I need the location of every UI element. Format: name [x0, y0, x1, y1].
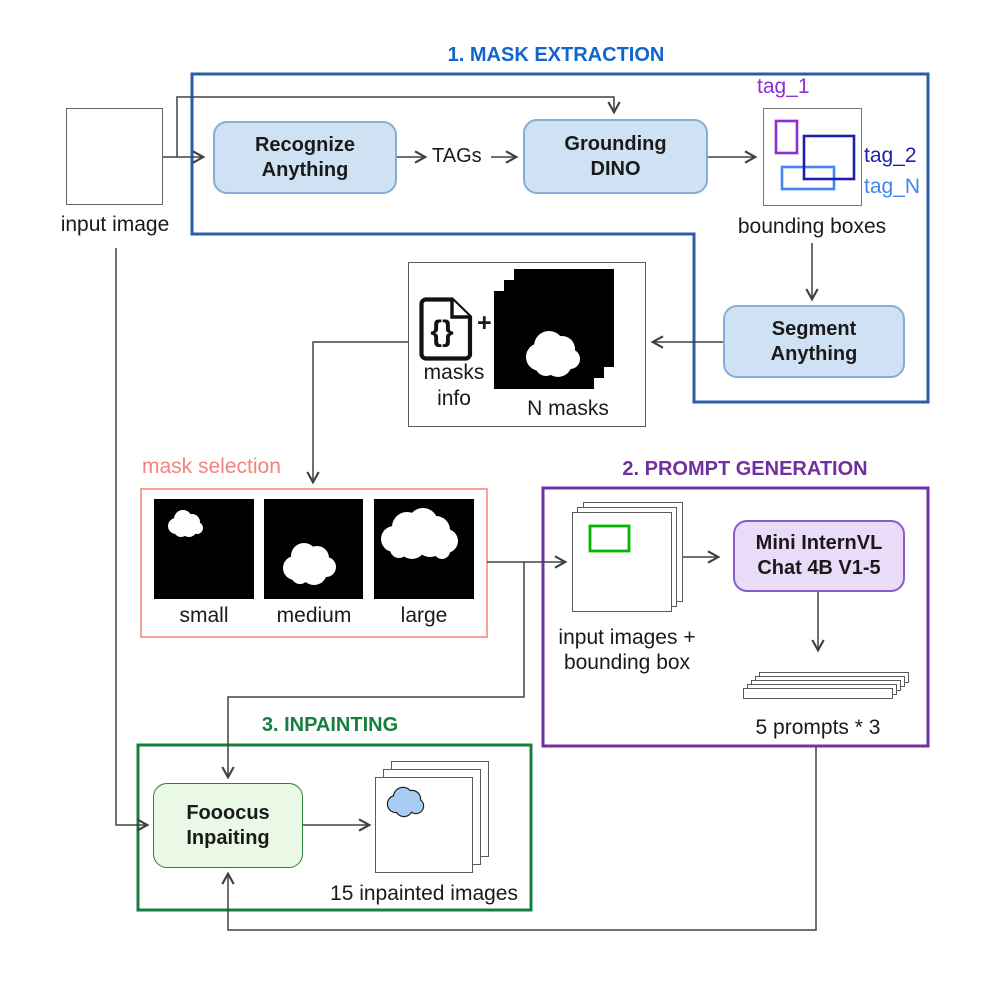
connector-masks-to-selection — [306, 341, 408, 485]
prompt-bar-1 — [743, 688, 893, 699]
mask-stack-front — [494, 291, 594, 389]
fooocus-line2: Inpaiting — [186, 826, 270, 849]
recognize-anything-node: Recognize Anything — [213, 121, 397, 194]
medium-label: medium — [276, 604, 352, 627]
white-cloud-small — [168, 510, 203, 537]
connector-selection-to-fooocus — [221, 562, 525, 780]
segment-anything-line2: Anything — [770, 342, 858, 365]
bounding-boxes-rects — [774, 119, 856, 191]
small-label: small — [179, 604, 229, 627]
tag1-label: tag_1 — [757, 75, 810, 98]
prompt-generation-border — [541, 486, 930, 748]
tagn-label: tag_N — [864, 175, 921, 198]
mask-large — [374, 499, 474, 599]
stage3-title: 3. INPAINTING — [261, 714, 399, 736]
five-prompts-label: 5 prompts * 3 — [755, 716, 881, 739]
grounding-dino-node: Grounding DINO — [523, 119, 708, 194]
tag2-label: tag_2 — [864, 144, 917, 167]
mini-internvl-line2: Chat 4B V1-5 — [757, 557, 881, 579]
bounding-boxes-label: bounding boxes — [737, 215, 887, 238]
segment-anything-line1: Segment — [771, 317, 857, 340]
connector-prompts-to-fooocus — [221, 747, 817, 931]
fooocus-line1: Fooocus — [186, 801, 270, 824]
input-images-label-line2: bounding box — [563, 651, 691, 674]
large-label: large — [400, 604, 448, 627]
masks-info-label-line2: info — [437, 387, 471, 410]
stage1-title: 1. MASK EXTRACTION — [447, 44, 665, 66]
white-cloud-medium — [283, 543, 336, 585]
white-cloud-large — [381, 508, 458, 559]
json-braces-glyph: {} — [430, 315, 454, 348]
segment-anything-node: Segment Anything — [723, 305, 905, 378]
mini-internvl-line1: Mini InternVL — [755, 532, 883, 554]
recognize-anything-line1: Recognize — [254, 133, 356, 156]
input-image-box — [66, 108, 163, 205]
mask-small — [154, 499, 254, 599]
masks-info-label-line1: masks — [423, 361, 485, 384]
mask-selection-label: mask selection — [142, 455, 281, 478]
inpainted-images-label: 15 inpainted images — [330, 882, 518, 905]
masks-output-box: {} + masks info N masks — [408, 262, 646, 427]
tags-label: TAGs — [432, 145, 482, 167]
white-cloud-nmasks — [526, 331, 580, 377]
stage2-title: 2. PROMPT GENERATION — [622, 458, 868, 480]
plus-sign: + — [477, 309, 492, 337]
connector-inputimage-to-fooocus — [115, 248, 150, 832]
inpainted-page-front — [375, 777, 473, 873]
tag1-rect — [774, 119, 799, 155]
mini-internvl-node: Mini InternVL Chat 4B V1-5 — [733, 520, 905, 592]
green-bbox-rect — [588, 524, 631, 553]
bounding-boxes-canvas — [763, 108, 862, 206]
fooocus-node: Fooocus Inpaiting — [153, 783, 303, 868]
blue-cloud-icon — [386, 786, 425, 818]
mask-medium — [264, 499, 363, 599]
input-images-page-front — [572, 512, 672, 612]
grounding-dino-line2: DINO — [590, 157, 641, 180]
grounding-dino-line1: Grounding — [564, 132, 667, 155]
n-masks-label: N masks — [527, 397, 609, 420]
recognize-anything-line2: Anything — [261, 158, 349, 181]
mask-selection-border — [140, 488, 488, 638]
input-images-label-line1: input images + — [558, 626, 696, 649]
connector-input-to-dino — [176, 96, 621, 157]
json-file-icon: {} — [419, 297, 473, 361]
mask-extraction-border — [190, 72, 930, 404]
tag2-rect — [802, 134, 856, 181]
input-image-label: input image — [60, 213, 170, 236]
